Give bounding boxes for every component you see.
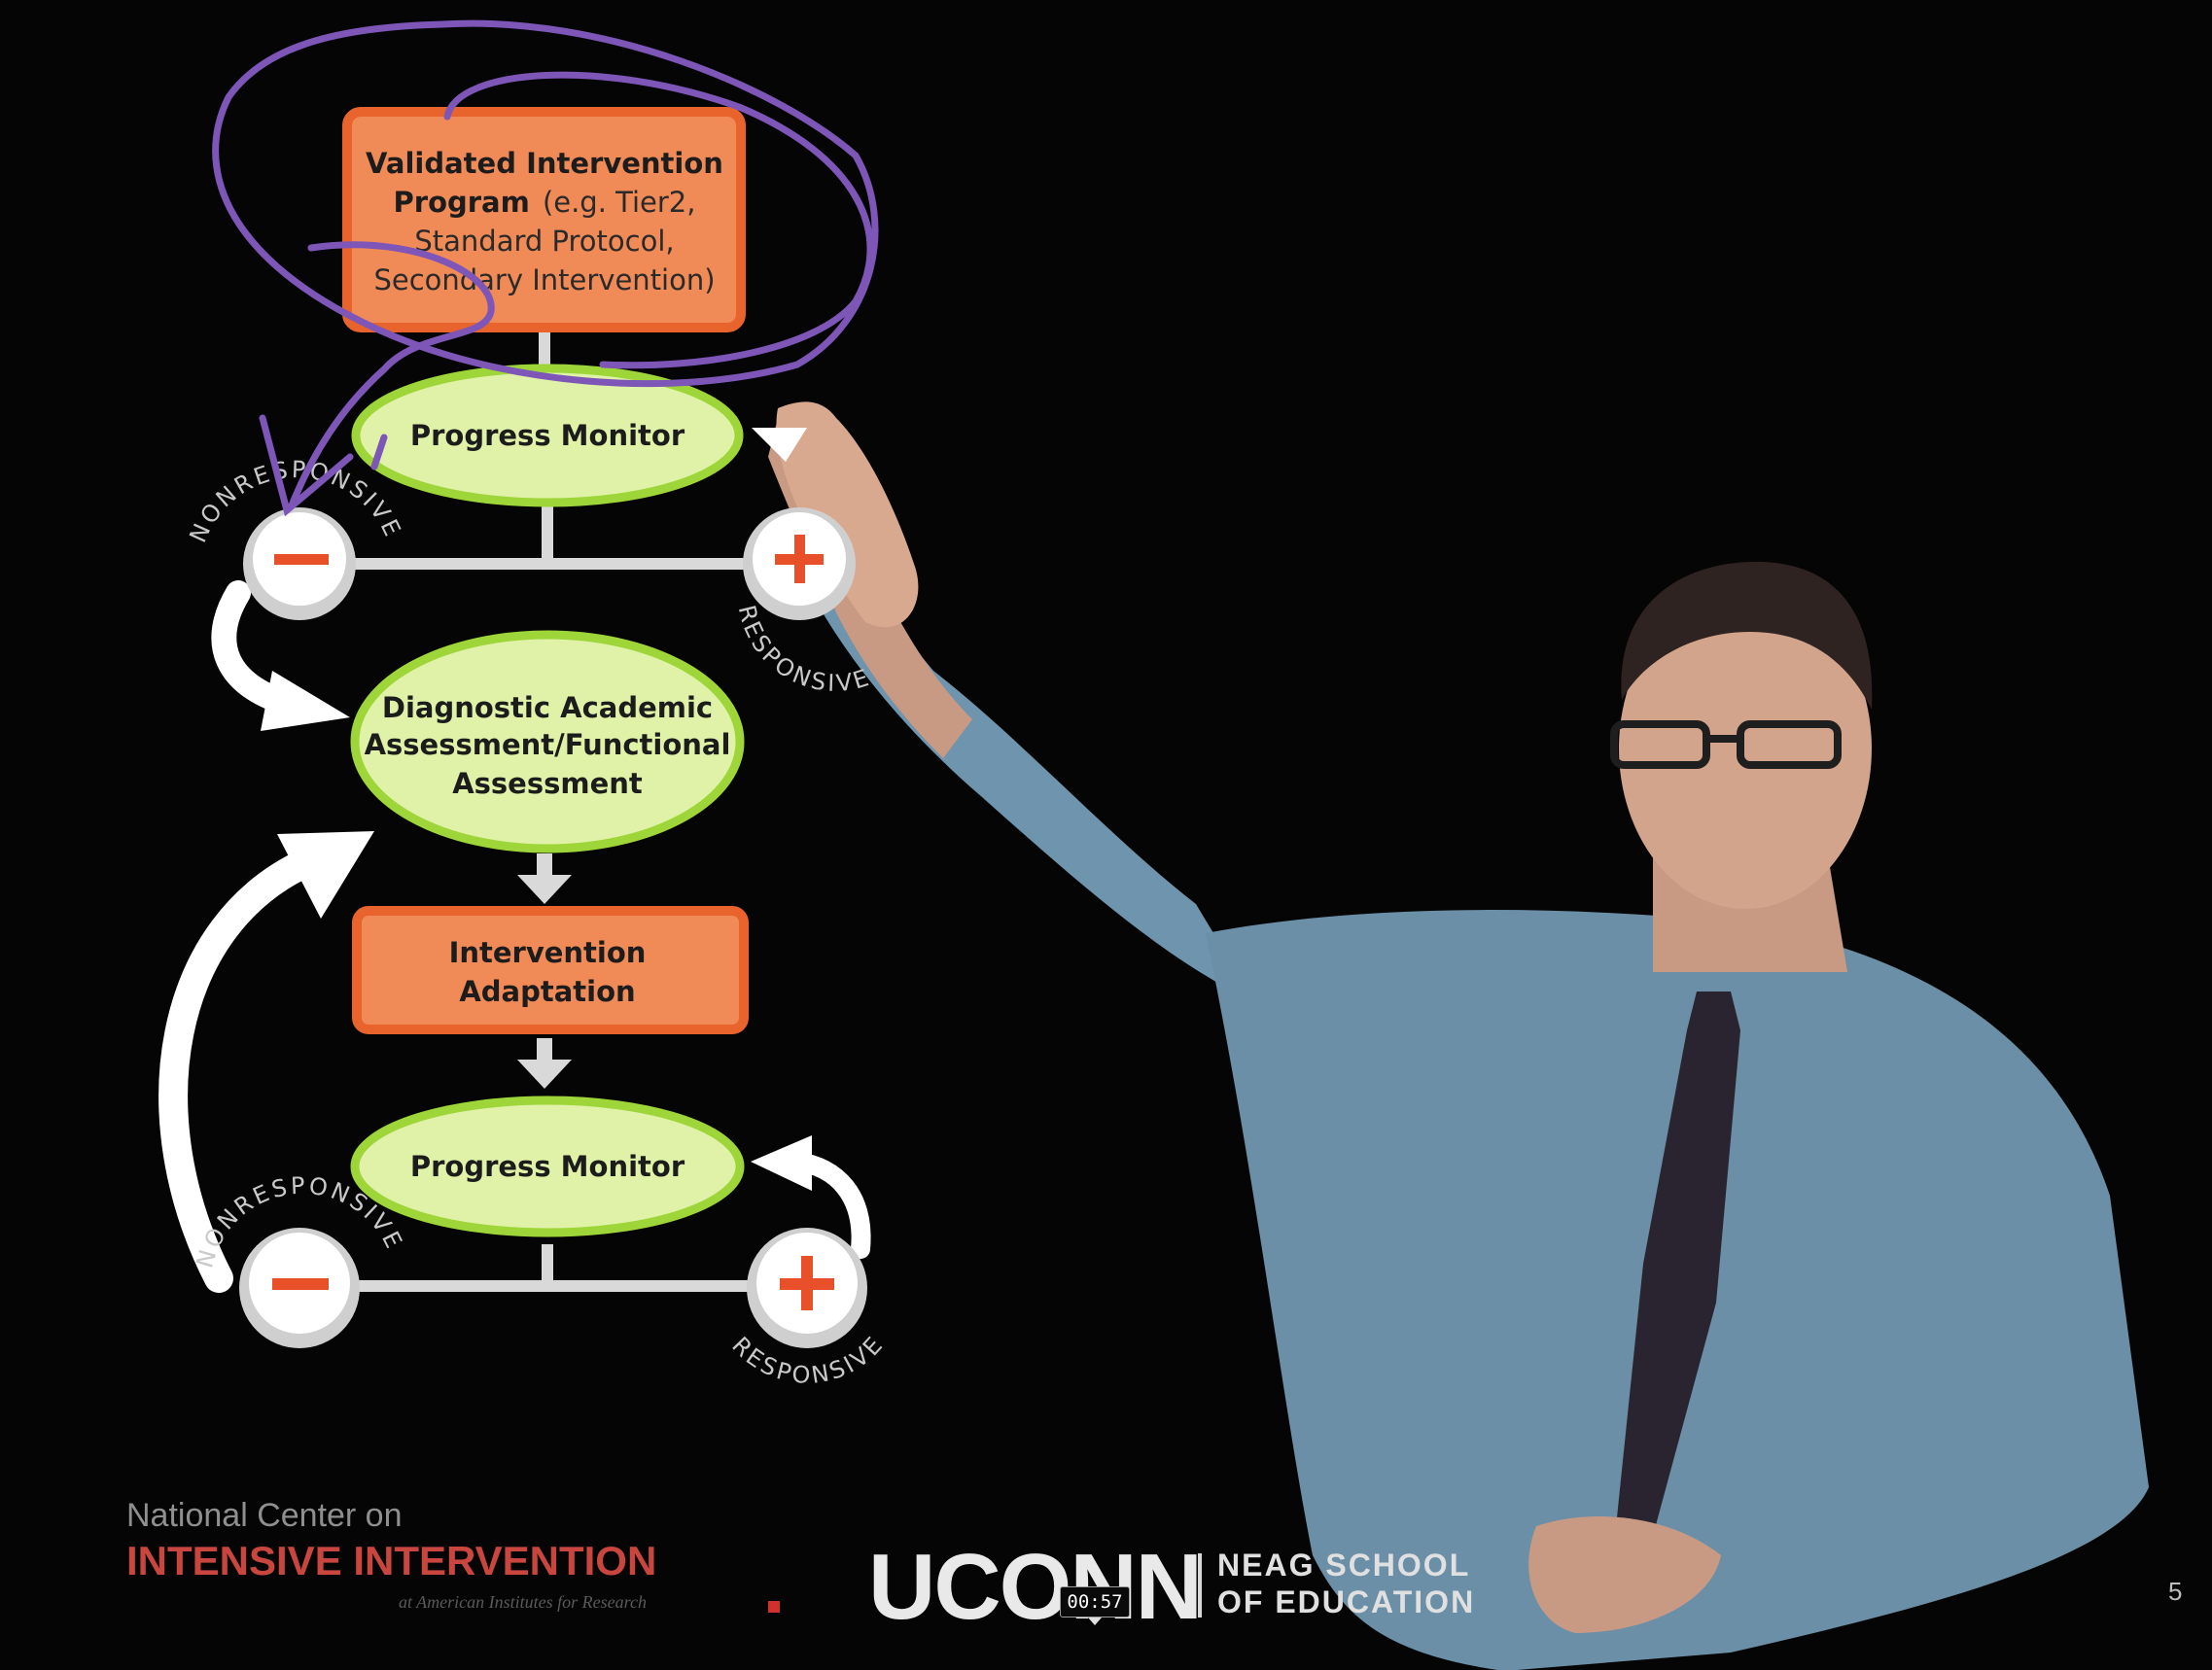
logo-divider bbox=[1198, 1553, 1202, 1618]
minus-icon bbox=[272, 1278, 329, 1290]
progress-monitor-top: Progress Monitor bbox=[351, 364, 744, 507]
connector-lines bbox=[297, 326, 799, 1292]
minus-circle-bottom bbox=[239, 1228, 360, 1348]
minus-icon bbox=[274, 554, 329, 565]
down-arrow-1 bbox=[517, 853, 572, 904]
validated-intervention-box: Validated Intervention Program (e.g. Tie… bbox=[342, 107, 746, 332]
speaker-glasses bbox=[1610, 720, 1842, 769]
progress-monitor-top-label: Progress Monitor bbox=[410, 419, 685, 452]
box-line-4: Secondary Intervention) bbox=[373, 263, 715, 296]
curved-arrow-to-diagnostic bbox=[211, 580, 350, 731]
box-line-3: Standard Protocol, bbox=[414, 225, 674, 258]
progress-monitor-bottom: Progress Monitor bbox=[350, 1096, 745, 1237]
video-timestamp-tooltip: 00:57 bbox=[1060, 1586, 1130, 1625]
nci-tagline: at American Institutes for Research bbox=[399, 1592, 647, 1612]
plus-circle-bottom bbox=[747, 1228, 867, 1348]
speaker-tie bbox=[1614, 992, 1740, 1546]
diagnostic-assessment-node: Diagnostic Academic Assessment/Functiona… bbox=[350, 630, 745, 853]
adaptation-line-2: Adaptation bbox=[459, 975, 635, 1008]
speaker-head bbox=[1619, 588, 1872, 909]
neag-school-line-2: OF EDUCATION bbox=[1217, 1584, 1476, 1619]
annotation-arrow-head bbox=[259, 414, 354, 517]
plus-circle-top bbox=[743, 507, 856, 620]
annotation-tick bbox=[370, 434, 388, 470]
plus-icon-v bbox=[794, 535, 805, 583]
speaker-hair bbox=[1621, 561, 1873, 710]
curved-arrow-responsive-bottom bbox=[751, 1135, 871, 1259]
diagnostic-line-3: Assessment bbox=[452, 767, 643, 800]
annotation-ink bbox=[212, 19, 879, 517]
annotation-arrow-stroke bbox=[288, 241, 495, 509]
speaker-hand bbox=[776, 401, 919, 628]
nci-org-name: INTENSIVE INTERVENTION bbox=[126, 1538, 657, 1583]
minus-circle-top bbox=[243, 507, 356, 620]
uconn-logo: UCONN bbox=[868, 1535, 1203, 1639]
speaker-lower-hand bbox=[1528, 1516, 1721, 1633]
curved-arrow-loop-back bbox=[158, 831, 374, 1293]
nci-org-line: National Center on bbox=[126, 1497, 403, 1534]
box-line-2: Program (e.g. Tier2, bbox=[394, 186, 696, 219]
progress-monitor-bottom-label: Progress Monitor bbox=[410, 1150, 685, 1183]
down-arrow-2 bbox=[517, 1038, 572, 1089]
intervention-adaptation-box: Intervention Adaptation bbox=[352, 906, 749, 1034]
curved-arrow-responsive-top bbox=[752, 428, 807, 462]
neag-school-line-1: NEAG SCHOOL bbox=[1217, 1548, 1471, 1583]
box-line-2-bold: Program bbox=[394, 186, 530, 219]
box-line-1: Validated Intervention bbox=[366, 147, 723, 180]
speaker-figure bbox=[768, 401, 2149, 1670]
adaptation-line-1: Intervention bbox=[449, 936, 647, 969]
box-line-2-rest: (e.g. Tier2, bbox=[543, 186, 696, 219]
annotation-ellipse-inner bbox=[443, 71, 874, 369]
slide-number: 5 bbox=[2168, 1577, 2183, 1606]
speaker-arm bbox=[792, 457, 1254, 1001]
diagnostic-line-2: Assessment/Functional bbox=[365, 728, 731, 761]
nci-logo-dot bbox=[768, 1601, 780, 1613]
annotation-ellipse-outer bbox=[212, 19, 879, 388]
diagnostic-line-1: Diagnostic Academic bbox=[382, 691, 713, 724]
plus-icon-v bbox=[801, 1256, 813, 1310]
